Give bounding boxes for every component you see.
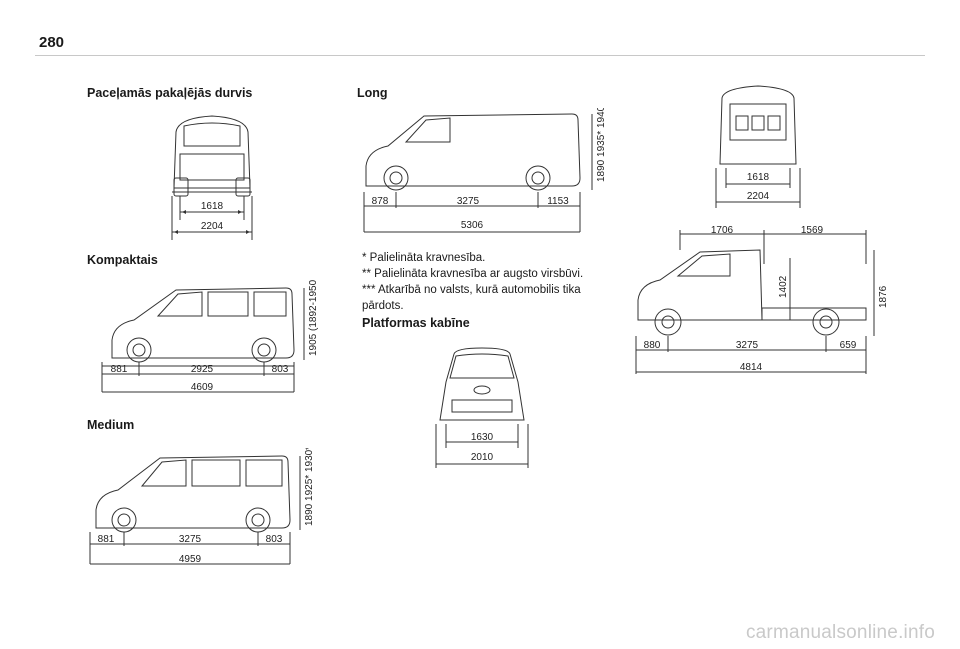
dim-medium-wheelbase: 3275 [179,534,202,545]
dim-platform-front-overhang: 880 [644,340,661,351]
dim-platform-length: 4814 [740,362,763,373]
dim-compact-front-overhang: 881 [111,364,128,375]
compact-side-figure: 881 2925 803 4609 1905 (1892-1950***) [94,280,330,404]
dim-platform-wheelbase: 3275 [736,340,759,351]
dim-compact-height: 1905 (1892-1950***) [308,280,319,356]
platform-side-figure: 1706 1569 880 3275 659 4814 1402 1876 [630,224,892,384]
long-side-figure: 878 3275 1153 5306 1890 1935* 1940** [360,108,610,240]
dim-compact-length: 4609 [191,382,214,393]
header-divider [35,55,925,56]
dim-medium-length: 4959 [179,554,202,565]
long-rear-open-figure: 1618 2204 [710,84,806,208]
heading-rear-door: Paceļamās pakaļējās durvis [87,86,253,100]
dim-medium-front-overhang: 881 [98,534,115,545]
heading-platform: Platformas kabīne [362,316,470,330]
dim-rear-width: 2204 [201,221,224,232]
dim-medium-height: 1890 1925* 1930** (1881-1949***) [304,448,315,526]
dim-rear-track: 1618 [201,201,224,212]
dim-platform-rear-overhang: 659 [840,340,857,351]
dim-compact-wheelbase: 2925 [191,364,214,375]
dim-long-rear-track: 1618 [747,172,770,183]
footnote-2: ** Palielināta kravnesība ar augsto virs… [362,268,584,280]
dim-long-wheelbase: 3275 [457,196,480,207]
dim-platform-cab-length: 1706 [711,225,734,236]
dim-long-length: 5306 [461,220,484,231]
dim-platform-height: 1876 [878,285,889,308]
footnote-3: *** Atkarībā no valsts, kurā automobilis… [362,284,581,296]
heading-medium: Medium [87,418,135,432]
medium-side-figure: 881 3275 803 4959 1890 1925* 1930** (188… [86,448,342,570]
dim-platform-bed-length: 1569 [801,225,824,236]
footnote-4: pārdots. [362,300,404,312]
platform-front-figure: 1630 2010 [432,344,532,468]
dim-long-rear-overhang: 1153 [547,196,569,207]
dim-platform-front-track: 1630 [471,432,494,443]
rear-view-figure: 1618 2204 [166,112,258,240]
dim-long-front-overhang: 878 [372,196,389,207]
dim-compact-rear-overhang: 803 [272,364,289,375]
dim-platform-bed-height: 1402 [778,275,789,298]
footnotes: * Palielināta kravnesība. ** Palielināta… [362,250,602,314]
heading-long: Long [357,86,388,100]
dim-medium-rear-overhang: 803 [266,534,283,545]
dim-platform-front-width: 2010 [471,452,494,463]
page-number: 280 [39,34,65,51]
dim-long-height: 1890 1935* 1940** [596,108,607,182]
heading-compact: Kompaktais [87,253,158,267]
footnote-1: * Palielināta kravnesība. [362,252,486,264]
dim-long-rear-width: 2204 [747,191,770,202]
watermark: carmanualsonline.info [745,622,935,643]
